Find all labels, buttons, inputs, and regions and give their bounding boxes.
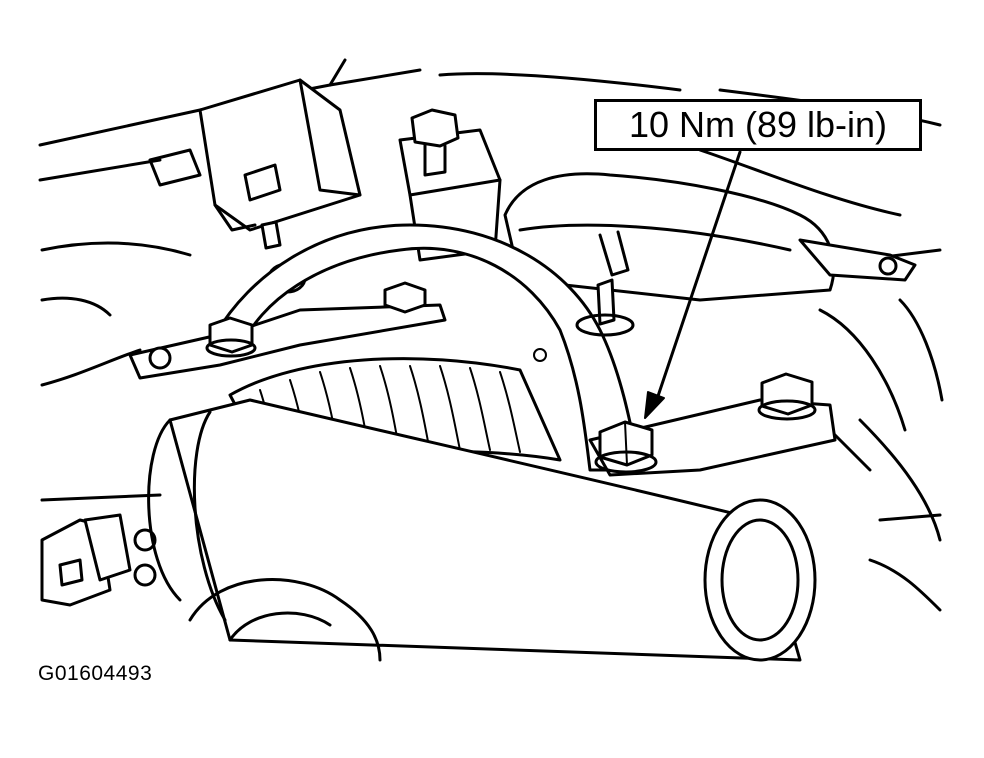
center-bracket-bolt [383,281,427,314]
background-engine-lines [38,58,944,612]
left-bracket-bolt [205,316,257,358]
callout-leader-arrow [644,150,742,419]
figure-id-label: G01604493 [38,662,153,685]
torque-bolt [594,420,658,474]
right-flange-bolt [757,372,817,421]
stud-post [575,278,635,337]
intake-housing [503,172,917,302]
upper-mount-bracket [398,108,502,262]
lower-left-sensor [40,513,157,607]
torque-callout-label: 10 Nm (89 lb-in) [594,99,922,151]
lower-pulley [40,493,382,662]
